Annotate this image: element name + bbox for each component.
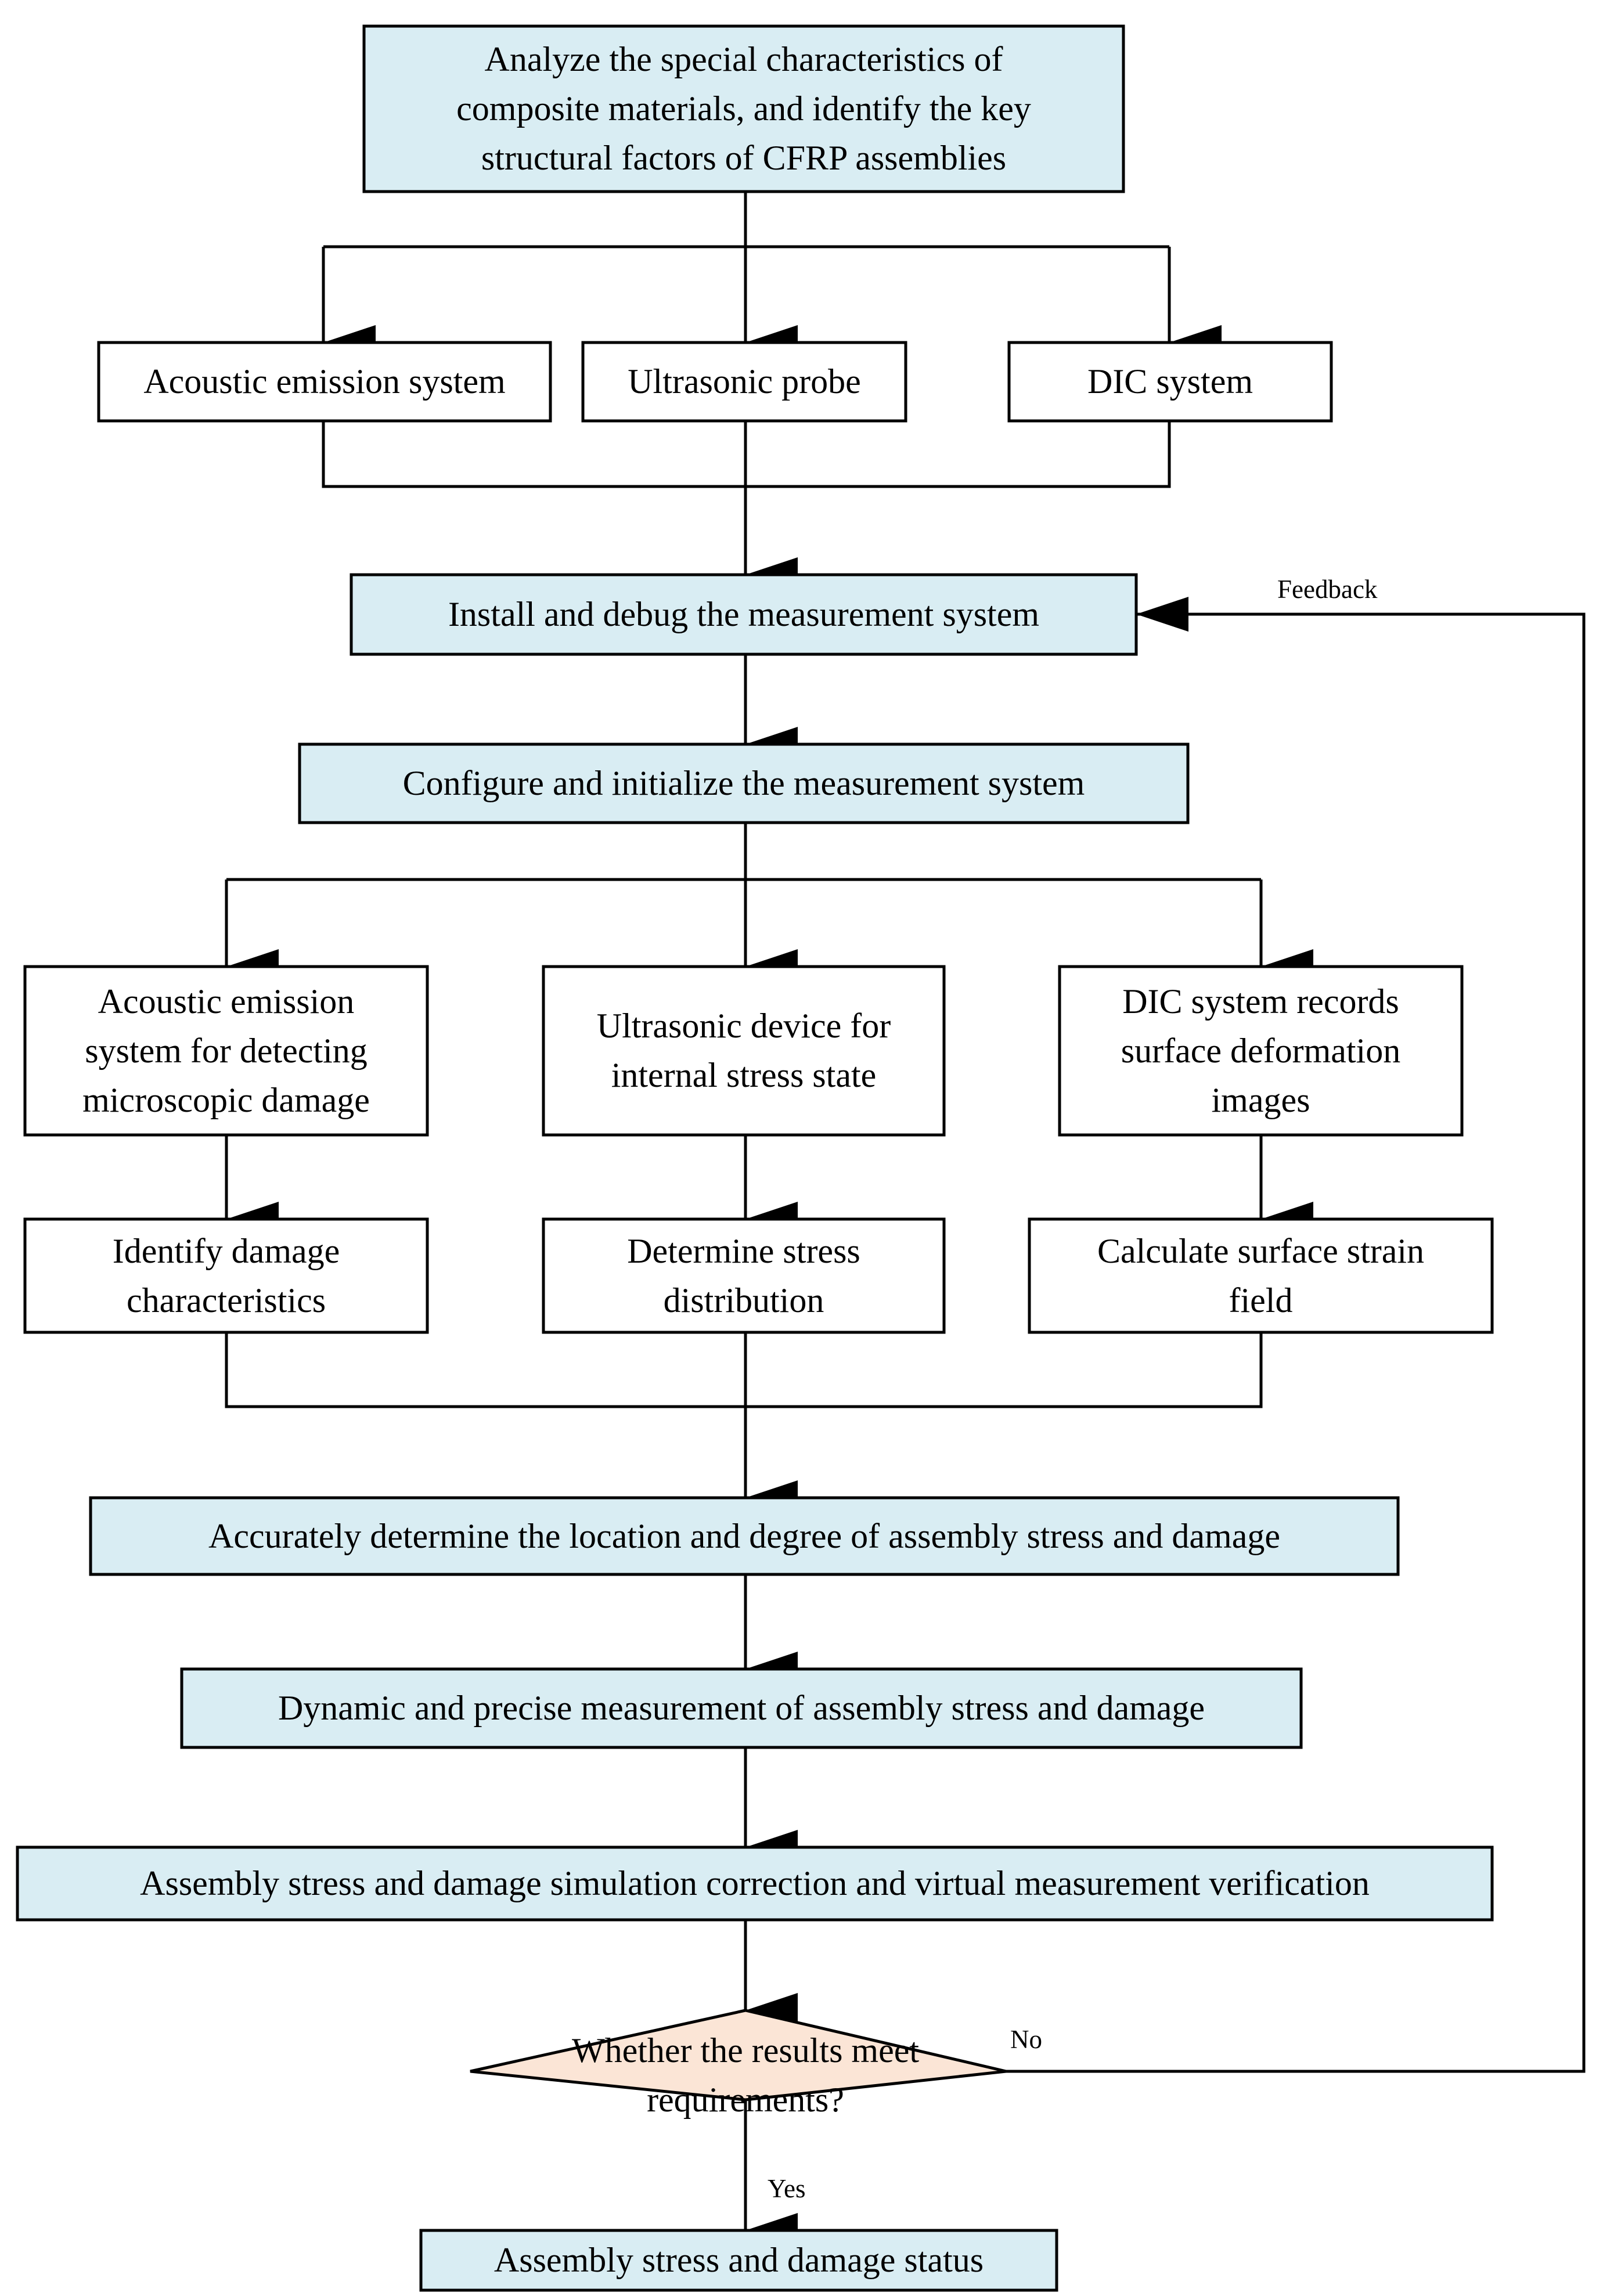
node-status-box — [419, 2229, 1058, 2292]
node-acoustic-system-box — [97, 341, 552, 423]
node-install-debug: Install and debug the measurement system — [448, 595, 1040, 633]
node-dic-system-box — [1007, 341, 1333, 423]
node-determine-stress-box — [542, 1217, 946, 1334]
node-identify-damage: Identify damage characteristics — [112, 1231, 340, 1320]
node-decision-diamond — [470, 2009, 1007, 2102]
node-dic-records-box — [1058, 965, 1464, 1137]
node-analyze: Analyze the special characteristics of c… — [456, 40, 1031, 177]
node-acoustic-detect-box — [23, 965, 429, 1137]
yes-label: Yes — [768, 2174, 806, 2203]
node-acoustic-system: Acoustic emission system — [143, 362, 506, 401]
node-calc-strain-box — [1028, 1217, 1494, 1334]
edge-feedback-loop — [1006, 597, 1586, 2073]
node-status: Assembly stress and damage status — [493, 2241, 984, 2279]
feedback-label: Feedback — [1277, 575, 1378, 604]
node-accurately-determine: Accurately determine the location and de… — [208, 1516, 1280, 1555]
no-label: No — [1010, 2025, 1042, 2054]
node-ultrasonic-device: Ultrasonic device for internal stress st… — [596, 1007, 891, 1094]
node-simulation-box — [16, 1846, 1494, 1922]
node-determine-stress: Determine stress distribution — [627, 1231, 860, 1320]
edge-merge-results — [225, 1332, 1263, 1408]
node-ultrasonic-device-box — [542, 965, 946, 1137]
node-acoustic-detect: Acoustic emission system for detecting m… — [82, 982, 370, 1119]
node-identify-damage-box — [23, 1217, 429, 1334]
node-configure-init: Configure and initialize the measurement… — [402, 764, 1085, 802]
node-accurately-determine-box — [89, 1496, 1400, 1576]
node-ultrasonic-probe-box — [581, 341, 907, 423]
node-dic-system: DIC system — [1087, 362, 1253, 401]
node-decision: Whether the results meet requirements? — [571, 2031, 920, 2119]
node-simulation-correction: Assembly stress and damage simulation co… — [140, 1864, 1370, 1902]
node-calc-strain: Calculate surface strain field — [1097, 1231, 1425, 1320]
node-analyze-box — [362, 24, 1125, 193]
node-configure-init-box — [298, 742, 1190, 824]
node-install-debug-box — [350, 573, 1138, 656]
node-dynamic-measure: Dynamic and precise measurement of assem… — [278, 1689, 1205, 1727]
node-dic-records: DIC system records surface deformation i… — [1121, 982, 1401, 1119]
node-dynamic-measure-box — [180, 1667, 1303, 1749]
node-ultrasonic-probe: Ultrasonic probe — [628, 362, 861, 401]
